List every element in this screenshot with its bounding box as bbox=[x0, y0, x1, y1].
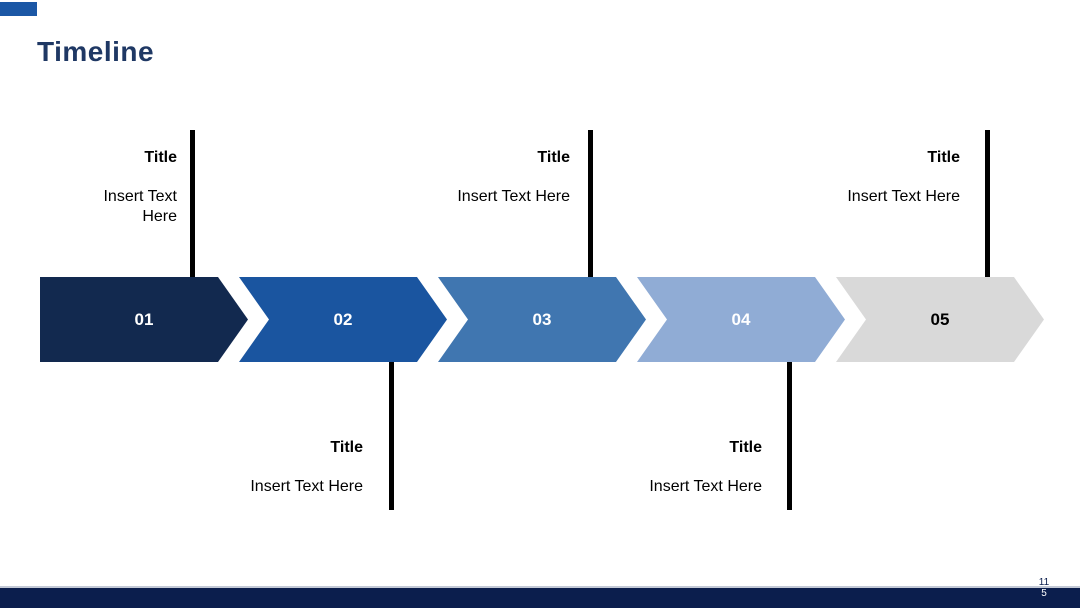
step-1-chevron bbox=[40, 277, 248, 362]
connector-line-bottom-2 bbox=[787, 361, 792, 510]
step-3-chevron bbox=[438, 277, 646, 362]
step-4-chevron bbox=[637, 277, 845, 362]
step-3-number: 03 bbox=[533, 310, 552, 329]
callout-top-3-title: Title bbox=[927, 149, 960, 166]
callout-bottom-2: Title Insert Text Here bbox=[562, 438, 762, 497]
slide-number: 11 5 bbox=[1034, 577, 1054, 599]
step-2-chevron bbox=[239, 277, 447, 362]
callout-bottom-1-title: Title bbox=[330, 439, 363, 456]
callout-bottom-1-body: Insert Text Here bbox=[250, 478, 363, 495]
callout-top-2: Title Insert Text Here bbox=[370, 148, 570, 207]
slide-number-top: 11 bbox=[1038, 577, 1050, 588]
step-5-chevron bbox=[836, 277, 1044, 362]
callout-top-1-body: Insert Text Here bbox=[103, 188, 177, 225]
connector-line-top-1 bbox=[190, 130, 195, 278]
callout-top-2-body: Insert Text Here bbox=[457, 188, 570, 205]
callout-bottom-1: Title Insert Text Here bbox=[163, 438, 363, 497]
connector-line-top-2 bbox=[588, 130, 593, 278]
callout-bottom-2-title: Title bbox=[729, 439, 762, 456]
accent-bar bbox=[0, 2, 37, 16]
slide-number-bottom: 5 bbox=[1041, 588, 1047, 599]
callout-top-1: Title Insert Text Here bbox=[65, 148, 177, 227]
footer-bar bbox=[0, 588, 1080, 608]
footer-divider-line bbox=[0, 586, 1080, 588]
callout-bottom-2-body: Insert Text Here bbox=[649, 478, 762, 495]
callout-top-2-title: Title bbox=[537, 149, 570, 166]
step-1-number: 01 bbox=[135, 310, 154, 329]
timeline-chevron-band: 01 02 03 04 05 bbox=[40, 277, 1044, 362]
connector-line-bottom-1 bbox=[389, 361, 394, 510]
connector-line-top-3 bbox=[985, 130, 990, 278]
step-2-number: 02 bbox=[334, 310, 353, 329]
callout-top-3-body: Insert Text Here bbox=[847, 188, 960, 205]
callout-top-1-title: Title bbox=[144, 149, 177, 166]
callout-top-3: Title Insert Text Here bbox=[760, 148, 960, 207]
step-5-number: 05 bbox=[931, 310, 950, 329]
slide-title: Timeline bbox=[37, 36, 155, 67]
step-4-number: 04 bbox=[732, 310, 751, 329]
